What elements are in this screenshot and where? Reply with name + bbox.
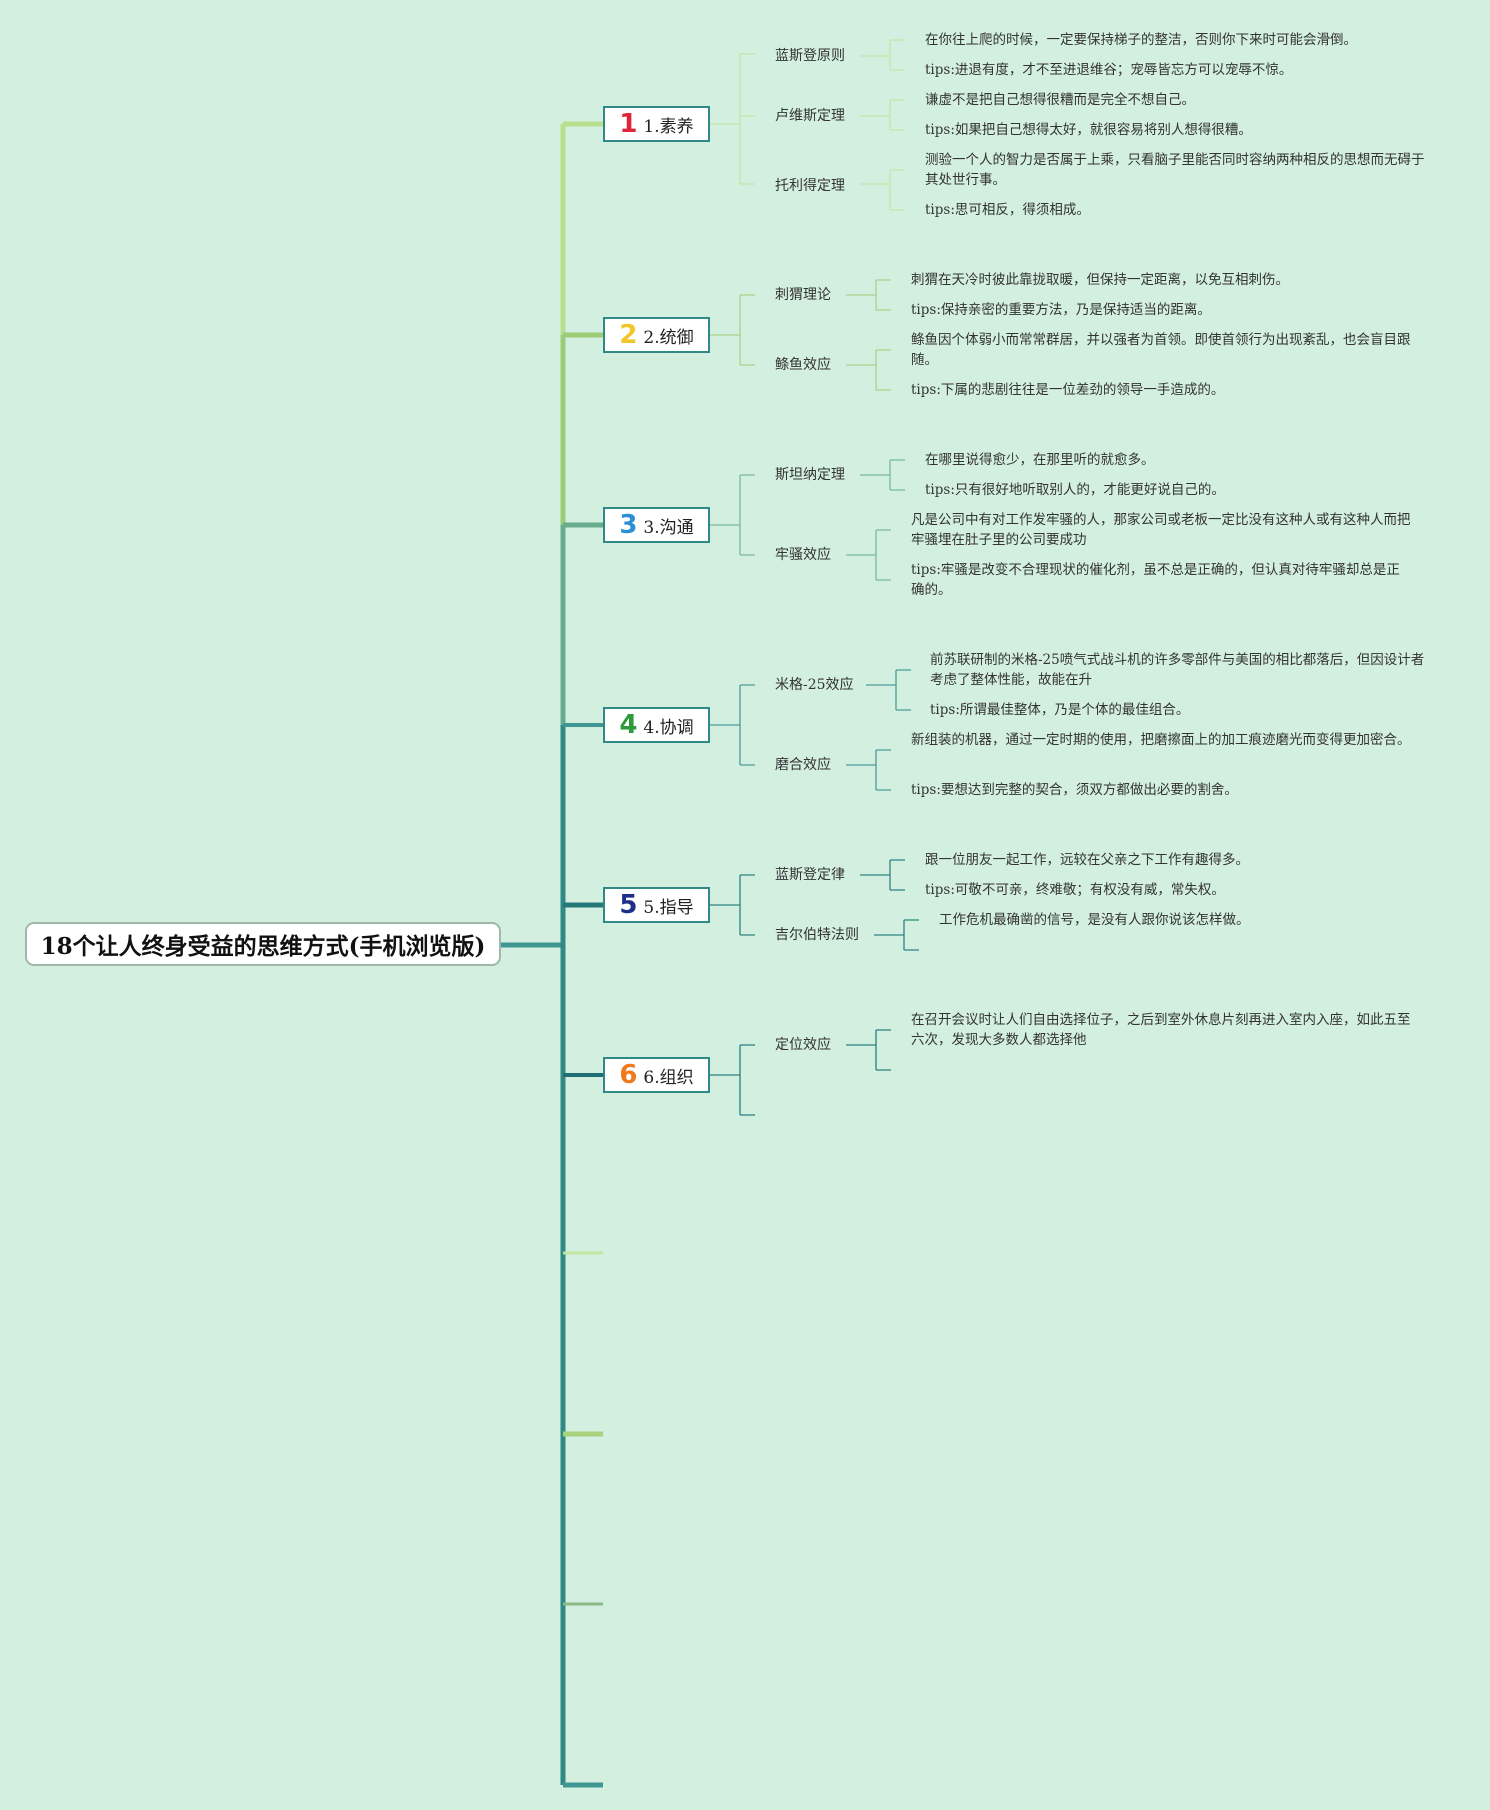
topic-3-label: 3.沟通 (643, 517, 694, 538)
leaf-6-1-1[interactable]: 在召开会议时让人们自由选择位子，之后到室外休息片刻再进入室内入座，如此五至六次，… (911, 1012, 1411, 1048)
topic-node-4[interactable]: 4 4.协调 (603, 707, 710, 743)
topic-6-label: 6.组织 (643, 1067, 694, 1088)
leaf-2-1-2[interactable]: tips:保持亲密的重要方法，乃是保持适当的距离。 (911, 302, 1211, 318)
topic-5-label: 5.指导 (643, 897, 694, 918)
leaf-3-1-1[interactable]: 在哪里说得愈少，在那里听的就愈多。 (925, 452, 1155, 468)
leaf-5-1-2[interactable]: tips:可敬不可亲，终难敬；有权没有威，常失权。 (925, 882, 1225, 898)
leaf-4-1-1[interactable]: 前苏联研制的米格-25喷气式战斗机的许多零部件与美国的相比都落后，但因设计者考虑… (930, 652, 1425, 688)
topic-2-label: 2.统御 (643, 327, 694, 348)
leaf-3-1-2[interactable]: tips:只有很好地听取别人的，才能更好说自己的。 (925, 482, 1225, 498)
topic-2-number-icon: 2 (619, 320, 638, 350)
leaf-1-3-1[interactable]: 测验一个人的智力是否属于上乘，只看脑子里能否同时容纳两种相反的思想而无碍于其处世… (925, 152, 1425, 188)
topic-4-label: 4.协调 (643, 717, 694, 738)
leaf-1-1-2[interactable]: tips:进退有度，才不至进退维谷；宠辱皆忘方可以宠辱不惊。 (925, 62, 1293, 78)
leaf-4-2-1[interactable]: 新组装的机器，通过一定时期的使用，把磨擦面上的加工痕迹磨光而变得更加密合。 (911, 732, 1411, 748)
subtopic-2-2[interactable]: 鲦鱼效应 (775, 357, 831, 373)
subtopic-4-1[interactable]: 米格-25效应 (775, 677, 854, 693)
topic-3-number-icon: 3 (619, 510, 638, 540)
subtopic-1-1[interactable]: 蓝斯登原则 (775, 48, 845, 64)
topic-node-6[interactable]: 6 6.组织 (603, 1057, 710, 1093)
subtopic-4-2[interactable]: 磨合效应 (775, 757, 831, 773)
subtopic-1-3[interactable]: 托利得定理 (775, 178, 845, 194)
leaf-1-2-1[interactable]: 谦虚不是把自己想得很糟而是完全不想自己。 (925, 92, 1195, 108)
topic5-connectors (710, 859, 919, 951)
topic-6-number-icon: 6 (619, 1060, 638, 1090)
topic-node-5[interactable]: 5 5.指导 (603, 887, 710, 923)
topic-4-number-icon: 4 (619, 710, 638, 740)
topic-node-2[interactable]: 2 2.统御 (603, 317, 710, 353)
leaf-2-1-1[interactable]: 刺猬在天冷时彼此靠拢取暖，但保持一定距离，以免互相刺伤。 (911, 272, 1289, 288)
root-node[interactable]: 18个让人终身受益的思维方式(手机浏览版) (25, 922, 501, 966)
leaf-3-2-1[interactable]: 凡是公司中有对工作发牢骚的人，那家公司或老板一定比没有这种人或有这种人而把牢骚埋… (911, 512, 1411, 548)
subtopic-3-2[interactable]: 牢骚效应 (775, 547, 831, 563)
subtopic-1-2[interactable]: 卢维斯定理 (775, 108, 845, 124)
leaf-3-2-2[interactable]: tips:牢骚是改变不合理现状的催化剂，虽不总是正确的，但认真对待牢骚却总是正确… (911, 562, 1400, 598)
subtopic-5-2[interactable]: 吉尔伯特法则 (775, 927, 859, 943)
topic-1-number-icon: 1 (619, 109, 638, 139)
subtopic-5-1[interactable]: 蓝斯登定律 (775, 867, 845, 883)
subtopic-2-1[interactable]: 刺猬理论 (775, 287, 831, 303)
leaf-2-2-1[interactable]: 鲦鱼因个体弱小而常常群居，并以强者为首领。即使首领行为出现紊乱，也会盲目跟随。 (911, 332, 1411, 368)
leaf-1-3-2[interactable]: tips:思可相反，得须相成。 (925, 202, 1090, 218)
leaf-1-2-2[interactable]: tips:如果把自己想得太好，就很容易将别人想得很糟。 (925, 122, 1252, 138)
topic3-connectors (710, 459, 905, 581)
leaf-4-2-2[interactable]: tips:要想达到完整的契合，须双方都做出必要的割舍。 (911, 782, 1238, 798)
topic4-connectors (710, 669, 911, 791)
topic6-connectors (710, 1029, 891, 1116)
topic-1-label: 1.素养 (643, 116, 694, 137)
leaf-4-1-2[interactable]: tips:所谓最佳整体，乃是个体的最佳组合。 (930, 702, 1190, 718)
subtopic-6-1[interactable]: 定位效应 (775, 1037, 831, 1053)
topic-5-number-icon: 5 (619, 890, 638, 920)
subtopic-3-1[interactable]: 斯坦纳定理 (775, 467, 845, 483)
leaf-2-2-2[interactable]: tips:下属的悲剧往往是一位差劲的领导一手造成的。 (911, 382, 1225, 398)
topic-node-1[interactable]: 1 1.素养 (603, 106, 710, 142)
topic-node-3[interactable]: 3 3.沟通 (603, 507, 710, 543)
leaf-1-1-1[interactable]: 在你往上爬的时候，一定要保持梯子的整洁，否则你下来时可能会滑倒。 (925, 32, 1357, 48)
leaf-5-1-1[interactable]: 跟一位朋友一起工作，远较在父亲之下工作有趣得多。 (925, 852, 1249, 868)
topic1-connectors (710, 39, 905, 211)
topic2-connectors (710, 279, 891, 391)
leaf-5-2-1[interactable]: 工作危机最确凿的信号，是没有人跟你说该怎样做。 (939, 912, 1250, 928)
